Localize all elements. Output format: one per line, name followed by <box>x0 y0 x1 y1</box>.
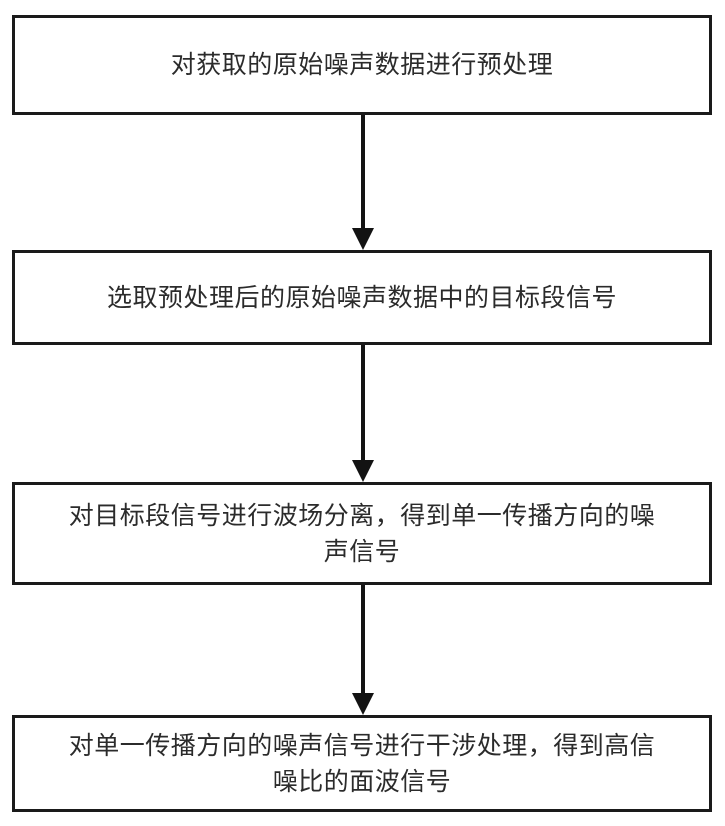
arrow-head-icon <box>352 228 374 250</box>
flowchart-node-step-1-label: 对获取的原始噪声数据进行预处理 <box>170 50 554 80</box>
arrow-shaft <box>361 345 365 463</box>
flowchart-connector-step-2-to-step-3 <box>352 345 374 482</box>
flowchart-node-step-3: 对目标段信号进行波场分离，得到单一传播方向的噪 声信号 <box>12 482 712 585</box>
flowchart-node-step-3-label: 对目标段信号进行波场分离，得到单一传播方向的噪 声信号 <box>68 501 656 566</box>
flowchart-node-step-2-label: 选取预处理后的原始噪声数据中的目标段信号 <box>106 282 617 312</box>
arrow-shaft <box>361 115 365 231</box>
flowchart-connector-step-1-to-step-2 <box>352 115 374 250</box>
flowchart-node-step-2: 选取预处理后的原始噪声数据中的目标段信号 <box>12 250 712 345</box>
flowchart-node-step-1: 对获取的原始噪声数据进行预处理 <box>12 15 712 115</box>
flowchart-node-step-4-label: 对单一传播方向的噪声信号进行干涉处理，得到高信 噪比的面波信号 <box>68 731 656 796</box>
arrow-shaft <box>361 585 365 696</box>
flowchart-connector-step-3-to-step-4 <box>352 585 374 715</box>
arrow-head-icon <box>352 460 374 482</box>
arrow-head-icon <box>352 693 374 715</box>
flowchart-node-step-4: 对单一传播方向的噪声信号进行干涉处理，得到高信 噪比的面波信号 <box>12 715 712 812</box>
